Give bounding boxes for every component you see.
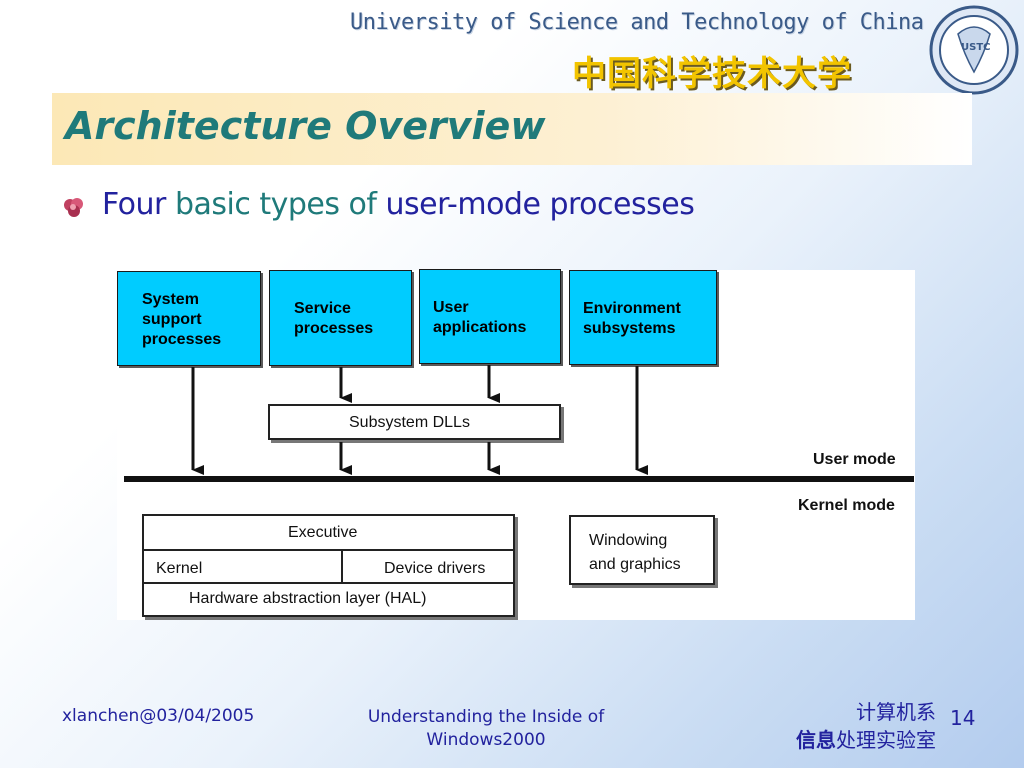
device-drivers-cell: Device drivers bbox=[343, 551, 513, 584]
subsystem-dlls-label: Subsystem DLLs bbox=[349, 414, 470, 431]
device-drivers-label: Device drivers bbox=[384, 560, 486, 577]
executive-row: Executive bbox=[144, 516, 513, 551]
title-band bbox=[52, 93, 972, 165]
footer-dept-rest: 处理实验室 bbox=[836, 728, 936, 752]
hal-label: Hardware abstraction layer (HAL) bbox=[189, 590, 427, 607]
page-number: 14 bbox=[950, 706, 976, 730]
university-name-chinese: 中国科学技术大学 bbox=[572, 54, 852, 94]
university-name-english: University of Science and Technology of … bbox=[350, 10, 924, 35]
kernel-components-box: Executive Kernel Device drivers Hardware… bbox=[142, 514, 515, 617]
kernel-label: Kernel bbox=[156, 560, 203, 577]
kernel-mode-label: Kernel mode bbox=[798, 497, 895, 514]
footer-author-date: xlanchen@03/04/2005 bbox=[62, 706, 255, 726]
windowing-graphics-label: Windowing and graphics bbox=[589, 532, 681, 573]
footer-dept-line-2: 信息处理实验室 bbox=[740, 726, 936, 754]
bullet-part-1: Four bbox=[102, 187, 175, 222]
footer-course-line-1: Understanding the Inside of bbox=[367, 707, 605, 727]
bullet-flower-icon bbox=[62, 196, 86, 220]
footer-course-title: Understanding the Inside of Windows2000 bbox=[340, 706, 632, 752]
logo-text: USTC bbox=[961, 42, 990, 53]
subsystem-dlls-box: Subsystem DLLs bbox=[268, 404, 561, 440]
user-mode-label: User mode bbox=[813, 451, 896, 468]
user-applications-box: User applications bbox=[419, 269, 561, 364]
executive-label: Executive bbox=[288, 524, 358, 541]
bullet-part-2: basic types of bbox=[174, 187, 386, 222]
footer-dept-line-1: 计算机系 bbox=[856, 700, 936, 724]
environment-subsystems-label: Environment subsystems bbox=[583, 300, 681, 337]
kernel-cell: Kernel bbox=[144, 551, 343, 584]
windowing-graphics-box: Windowing and graphics bbox=[569, 515, 715, 585]
slide-title: Architecture Overview bbox=[65, 104, 546, 148]
hal-row: Hardware abstraction layer (HAL) bbox=[144, 584, 513, 615]
bullet-part-3: user-mode processes bbox=[385, 187, 695, 222]
footer-dept-bold: 信息 bbox=[796, 728, 836, 752]
service-processes-label: Service processes bbox=[294, 300, 374, 337]
service-processes-box: Service processes bbox=[269, 270, 412, 366]
footer-department: 计算机系 信息处理实验室 bbox=[740, 698, 936, 754]
system-support-processes-box: System support processes bbox=[117, 271, 261, 366]
bullet-text: Four basic types of user-mode processes bbox=[102, 187, 695, 222]
environment-subsystems-box: Environment subsystems bbox=[569, 270, 717, 365]
system-support-processes-label: System support processes bbox=[142, 291, 222, 348]
user-applications-label: User applications bbox=[433, 299, 527, 336]
footer-course-line-2: Windows2000 bbox=[426, 730, 546, 750]
university-seal-icon: USTC bbox=[928, 4, 1020, 96]
